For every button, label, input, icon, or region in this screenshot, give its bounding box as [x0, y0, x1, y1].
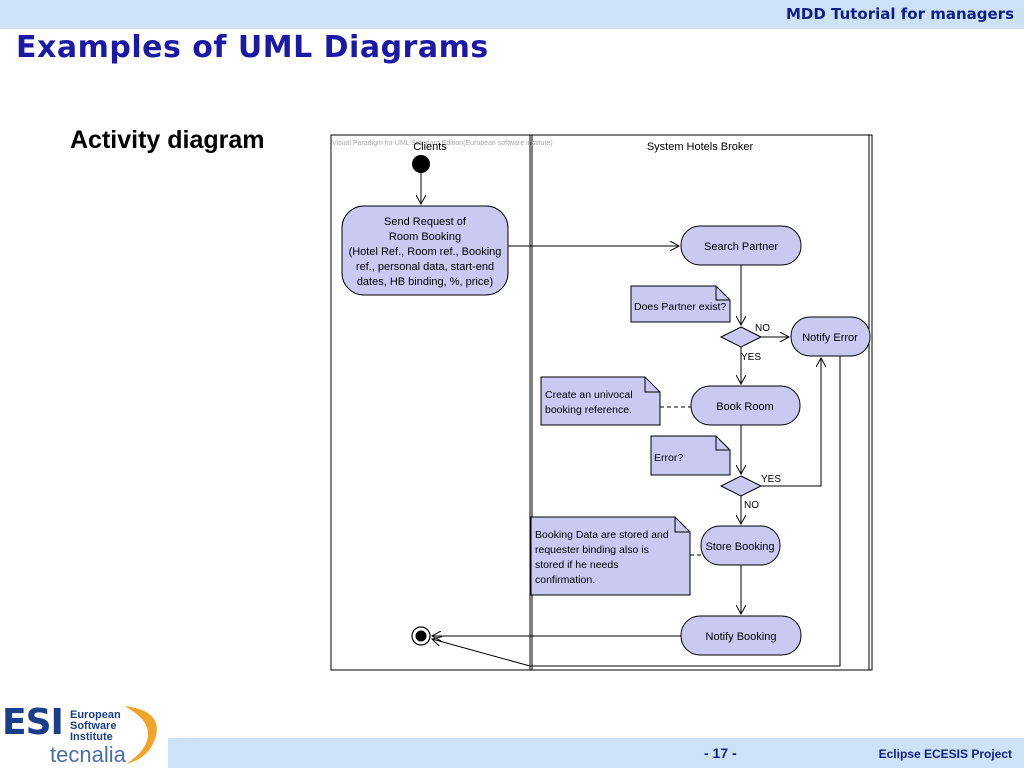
- note-error-text: Error?: [654, 452, 683, 464]
- send-request-line-1: Send Request of: [384, 216, 467, 228]
- flow-decision-to-notify-error-2: [761, 358, 821, 487]
- guard-yes-1: YES: [741, 352, 761, 363]
- guard-no-1: NO: [755, 323, 770, 334]
- note-booking-data: [530, 516, 691, 596]
- action-notify-error: [790, 316, 871, 357]
- notify-booking-label: Notify Booking: [706, 631, 777, 643]
- flow-notify-error-to-final: [432, 356, 841, 667]
- send-request-line-4: ref., personal data, start-end: [356, 261, 494, 273]
- note-booking-data-line-4: confirmation.: [535, 574, 595, 586]
- search-partner-label: Search Partner: [704, 241, 778, 253]
- action-send-request: [341, 205, 509, 296]
- store-booking-label: Store Booking: [705, 541, 774, 553]
- note-univocal: [540, 376, 661, 426]
- logo-line-software: Software: [70, 720, 117, 732]
- esi-tecnalia-logo: ESI European Software Institute tecnalia: [0, 700, 165, 768]
- initial-node: [412, 155, 430, 173]
- send-request-line-2: Room Booking: [389, 231, 461, 243]
- slide-subtitle: Activity diagram: [70, 126, 265, 154]
- lane-label-clients: Clients: [413, 141, 447, 153]
- logo-line-institute: Institute: [70, 731, 113, 743]
- slide-title: Examples of UML Diagrams: [16, 30, 489, 65]
- send-request-line-3: (Hotel Ref., Room ref., Booking: [349, 246, 502, 258]
- top-bar: MDD Tutorial for managers: [0, 0, 1024, 29]
- project-name: Eclipse ECESIS Project: [878, 747, 1012, 761]
- note-univocal-line-1: Create an univocal: [545, 389, 633, 401]
- logo-tecnalia-text: tecnalia: [50, 742, 126, 767]
- note-partner-exist-text: Does Partner exist?: [634, 301, 726, 313]
- guard-no-2: NO: [744, 500, 759, 511]
- page-number: - 17 -: [704, 745, 737, 761]
- action-book-room: [690, 385, 801, 426]
- note-error: [650, 435, 731, 476]
- book-room-label: Book Room: [716, 401, 773, 413]
- note-univocal-line-2: booking reference.: [545, 404, 632, 416]
- activity-diagram: Visual Paradigm for UML Standard Edition…: [330, 134, 873, 671]
- bottom-bar: [168, 738, 1024, 768]
- logo-swoosh-icon: [124, 706, 157, 764]
- note-booking-data-line-2: requester binding also is: [535, 544, 649, 556]
- logo-line-european: European: [70, 709, 121, 721]
- send-request-line-5: dates, HB binding, %, price): [357, 276, 493, 288]
- notify-error-label: Notify Error: [802, 332, 858, 344]
- guard-yes-2: YES: [761, 474, 781, 485]
- lane-label-system: System Hotels Broker: [647, 141, 754, 153]
- logo-esi-text: ESI: [2, 702, 64, 743]
- note-booking-data-line-3: stored if he needs: [535, 559, 618, 571]
- tutorial-title: MDD Tutorial for managers: [785, 5, 1014, 23]
- watermark-text: Visual Paradigm for UML Standard Edition…: [332, 140, 553, 147]
- note-booking-data-line-1: Booking Data are stored and: [535, 529, 669, 541]
- final-node-inner: [415, 630, 427, 642]
- note-partner-exist: [630, 285, 731, 323]
